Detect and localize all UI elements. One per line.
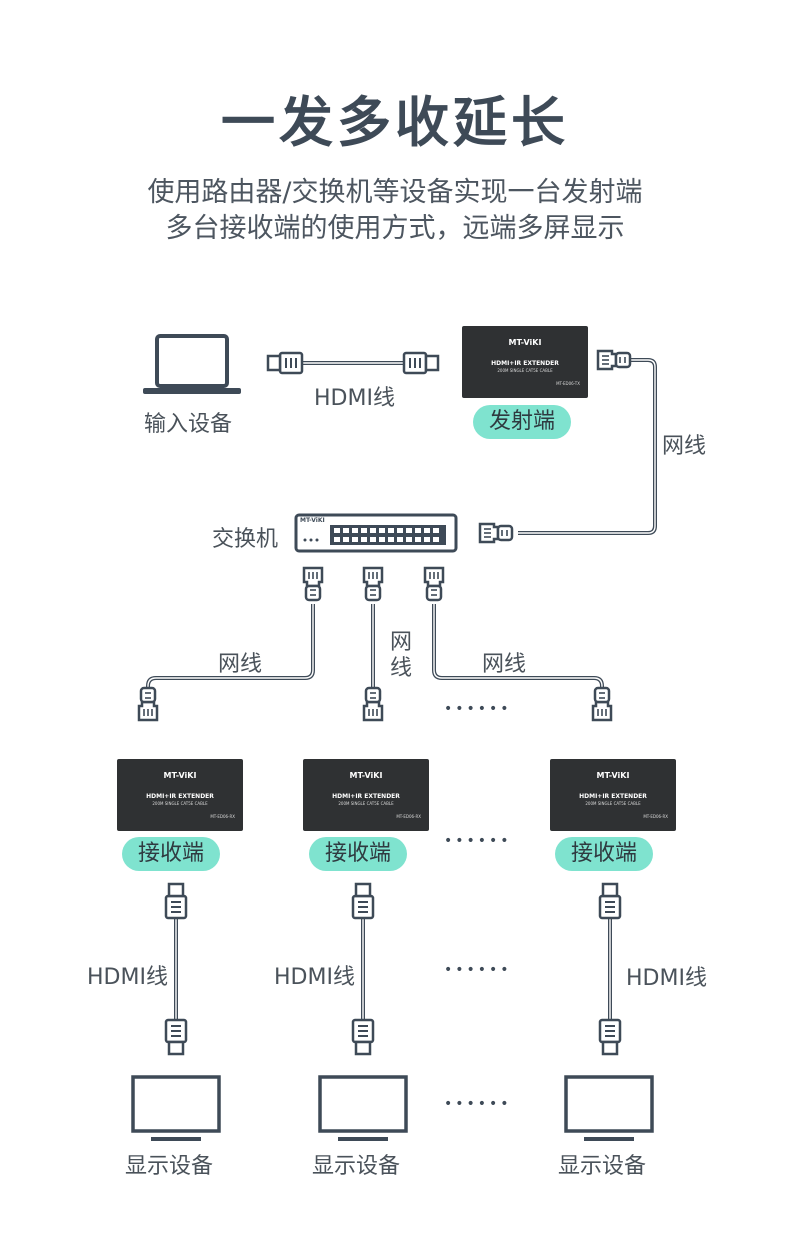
- hdmi-cable-label-3: HDMI线: [626, 966, 707, 991]
- rj45-plug-icon: [362, 686, 384, 722]
- device-spec: 200M SINGLE CAT5E CABLE: [152, 801, 208, 806]
- network-switch-icon: [294, 513, 458, 553]
- device-name: HDMI+IR EXTENDER: [579, 793, 647, 800]
- hdmi-plug-icon: [351, 882, 375, 920]
- receiver-device-2: MT-ViKI HDMI+IR EXTENDER 200M SINGLE CAT…: [303, 759, 429, 831]
- device-brand: MT-ViKI: [508, 338, 542, 347]
- ellipsis-displays: ••••••: [444, 1096, 512, 1112]
- receiver-badge-2: 接收端: [309, 837, 407, 871]
- transmitter-badge: 发射端: [473, 405, 571, 439]
- device-model: MT-ED06-RX: [210, 814, 235, 819]
- input-device-label: 输入设备: [144, 412, 233, 437]
- hdmi-cable-label-1: HDMI线: [87, 965, 168, 990]
- rj45-plug-icon: [478, 522, 514, 544]
- monitor-icon: [564, 1075, 654, 1143]
- receiver-badge-1: 接收端: [122, 837, 220, 871]
- device-name: HDMI+IR EXTENDER: [491, 360, 559, 367]
- device-name: HDMI+IR EXTENDER: [146, 793, 214, 800]
- device-model: MT-ED06-RX: [396, 814, 421, 819]
- hdmi-plug-icon: [164, 1018, 188, 1056]
- network-cable-label-tx: 网线: [662, 434, 707, 459]
- network-cable-label-mid-1: 网: [390, 630, 413, 655]
- receiver-device-1: MT-ViKI HDMI+IR EXTENDER 200M SINGLE CAT…: [117, 759, 243, 831]
- network-cable-label-mid-2: 线: [390, 656, 413, 681]
- network-cable-label-left: 网线: [218, 652, 263, 677]
- hdmi-plug-icon: [598, 1018, 622, 1056]
- device-spec: 200M SINGLE CAT5E CABLE: [585, 801, 641, 806]
- receiver-badge-3: 接收端: [555, 837, 653, 871]
- page-title: 一发多收延长: [221, 91, 569, 154]
- network-cable-label-right: 网线: [482, 652, 527, 677]
- subtitle-line-1: 使用路由器/交换机等设备实现一台发射端: [147, 177, 643, 208]
- monitor-icon: [318, 1075, 408, 1143]
- device-model: MT-ED06-RX: [643, 814, 668, 819]
- display-device-label-3: 显示设备: [558, 1154, 647, 1179]
- device-spec: 200M SINGLE CAT5E CABLE: [338, 801, 394, 806]
- ellipsis-hdmi: ••••••: [444, 962, 512, 978]
- hdmi-plug-icon: [164, 882, 188, 920]
- rj45-plug-icon: [137, 686, 159, 722]
- device-model: MT-ED06-TX: [556, 381, 580, 386]
- device-brand: MT-ViKI: [349, 771, 383, 780]
- rj45-plug-icon: [591, 686, 613, 722]
- transmitter-device: MT-ViKI HDMI+IR EXTENDER 200M SINGLE CAT…: [462, 326, 588, 398]
- hdmi-cable-label-2: HDMI线: [274, 965, 355, 990]
- switch-label: 交换机: [212, 527, 279, 552]
- device-spec: 200M SINGLE CAT5E CABLE: [497, 368, 553, 373]
- monitor-icon: [131, 1075, 221, 1143]
- ellipsis-network: ••••••: [444, 701, 512, 717]
- hdmi-plug-icon: [598, 882, 622, 920]
- device-brand: MT-ViKI: [596, 771, 630, 780]
- display-device-label-2: 显示设备: [312, 1154, 401, 1179]
- display-device-label-1: 显示设备: [125, 1154, 214, 1179]
- rj45-plug-icon: [596, 349, 632, 371]
- ellipsis-receivers: ••••••: [444, 833, 512, 849]
- hdmi-cable-label-top: HDMI线: [314, 386, 395, 411]
- rj45-plug-icon: [423, 566, 445, 602]
- hdmi-plug-icon: [351, 1018, 375, 1056]
- rj45-plug-icon: [362, 566, 384, 602]
- device-name: HDMI+IR EXTENDER: [332, 793, 400, 800]
- rj45-plug-icon: [302, 566, 324, 602]
- subtitle-line-2: 多台接收端的使用方式，远端多屏显示: [165, 213, 625, 244]
- laptop-icon: [143, 334, 241, 394]
- hdmi-plug-icon: [266, 351, 304, 375]
- hdmi-plug-icon: [402, 351, 440, 375]
- device-brand: MT-ViKI: [163, 771, 197, 780]
- switch-brand: MT-ViKI: [300, 517, 325, 524]
- receiver-device-3: MT-ViKI HDMI+IR EXTENDER 200M SINGLE CAT…: [550, 759, 676, 831]
